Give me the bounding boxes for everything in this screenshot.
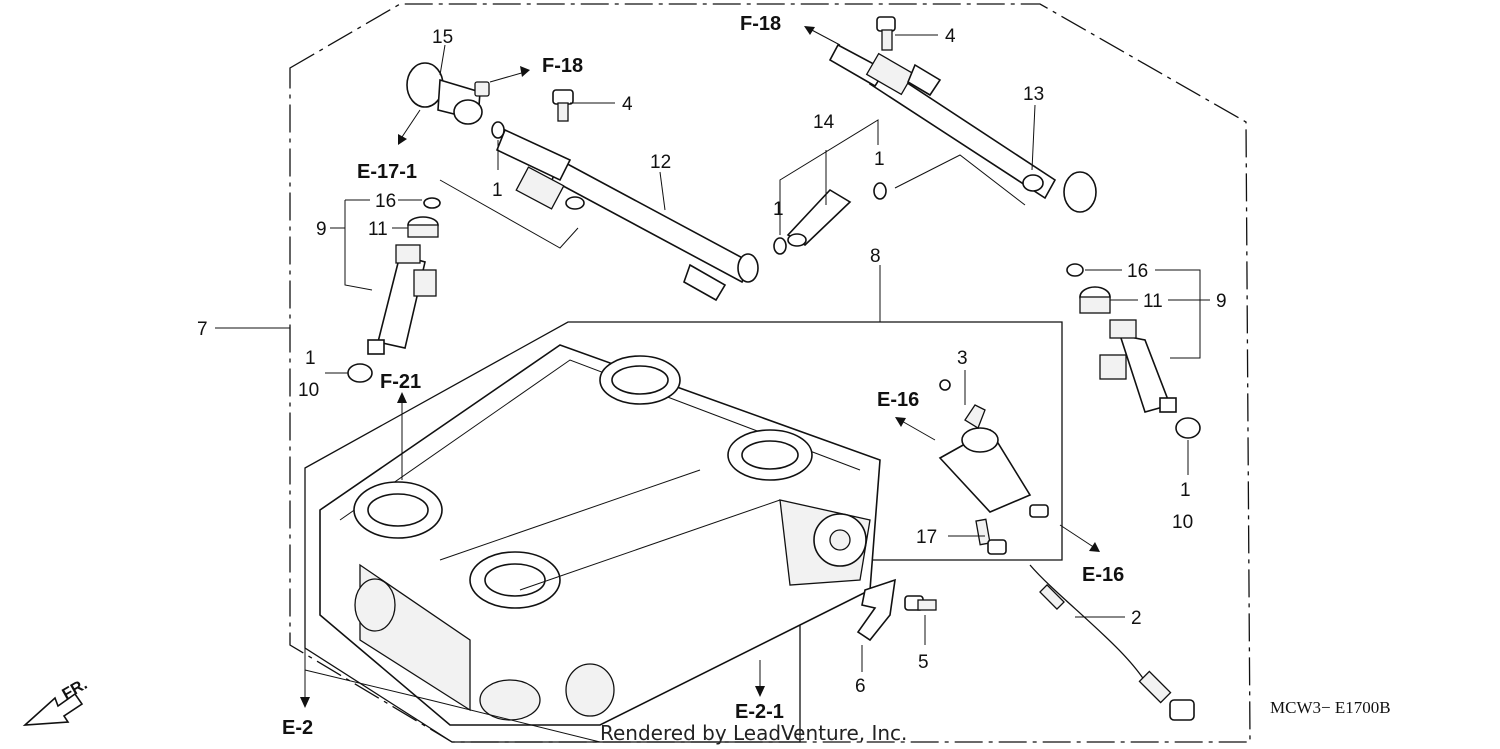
part-label-4-upper: 4 [945, 26, 956, 47]
pressure-regulator[interactable] [406, 62, 490, 125]
ref-label-e17-1[interactable]: E-17-1 [357, 161, 417, 183]
part-label-6: 6 [855, 676, 866, 697]
part-label-7: 7 [197, 319, 208, 340]
part-label-9-left: 9 [316, 219, 327, 240]
throttle-body[interactable] [319, 344, 881, 726]
bolt-5[interactable] [904, 595, 937, 611]
part-label-15: 15 [432, 27, 453, 48]
sensor[interactable] [938, 379, 1049, 518]
hose[interactable] [1029, 564, 1195, 721]
part-label-9-right: 9 [1216, 291, 1227, 312]
o-ring-left-top[interactable] [423, 197, 441, 209]
ref-label-e16-lower[interactable]: E-16 [1082, 564, 1124, 586]
part-label-10-right: 10 [1172, 512, 1193, 533]
ref-label-e2-1[interactable]: E-2-1 [735, 701, 784, 723]
injector-right[interactable] [1099, 319, 1177, 413]
part-label-1-pipe-lower: 1 [773, 199, 784, 220]
assembly-frame-outline [289, 3, 1251, 743]
ref-label-f18-top[interactable]: F-18 [740, 13, 781, 35]
front-direction-arrow [22, 692, 84, 726]
part-label-16-left: 16 [375, 191, 396, 212]
part-label-13: 13 [1023, 84, 1044, 105]
part-label-12: 12 [650, 152, 671, 173]
bolt-17[interactable] [975, 518, 1007, 555]
bolt-left[interactable] [552, 89, 574, 122]
part-label-1-rail-left: 1 [492, 180, 503, 201]
seal-left-bottom[interactable] [347, 363, 373, 383]
part-label-4-left: 4 [622, 94, 633, 115]
fuel-rail-right[interactable] [828, 43, 1097, 213]
part-label-16-right: 16 [1127, 261, 1148, 282]
part-label-2: 2 [1131, 608, 1142, 629]
part-label-5: 5 [918, 652, 929, 673]
render-credit: Rendered by LeadVenture, Inc. [600, 721, 907, 745]
ref-label-f18-left[interactable]: F-18 [542, 55, 583, 77]
o-ring-right-top[interactable] [1066, 263, 1084, 277]
part-label-8: 8 [870, 246, 881, 267]
seal-right-bottom[interactable] [1175, 417, 1201, 439]
part-label-3: 3 [957, 348, 968, 369]
leader-lines [215, 34, 1210, 743]
o-ring-pipe-lower[interactable] [773, 237, 787, 255]
part-label-1-lower-left: 1 [305, 348, 316, 369]
part-label-1-pipe-upper: 1 [874, 149, 885, 170]
part-label-10-left: 10 [298, 380, 319, 401]
bracket[interactable] [856, 578, 896, 642]
ref-label-e2[interactable]: E-2 [282, 717, 313, 739]
o-ring-left-rail[interactable] [491, 121, 505, 139]
part-label-11-left: 11 [368, 219, 388, 240]
ref-label-e16-upper[interactable]: E-16 [877, 389, 919, 411]
fuel-rail-left[interactable] [495, 128, 759, 302]
diagram-code: MCW3− E1700B [1270, 698, 1391, 717]
front-direction-label: FR. [60, 676, 91, 704]
part-label-14: 14 [813, 112, 835, 133]
reference-arrows [22, 26, 1100, 726]
o-ring-pipe-upper[interactable] [873, 182, 887, 200]
part-label-17: 17 [916, 527, 937, 548]
cap-right[interactable] [1079, 286, 1111, 314]
connector-pipe[interactable] [786, 188, 852, 247]
ref-label-f21[interactable]: F-21 [380, 371, 421, 393]
bolt-upper[interactable] [876, 16, 896, 51]
part-label-1-lower-right: 1 [1180, 480, 1191, 501]
part-label-11-right: 11 [1143, 291, 1163, 312]
cap-left[interactable] [407, 216, 439, 238]
injector-left[interactable] [367, 244, 437, 355]
